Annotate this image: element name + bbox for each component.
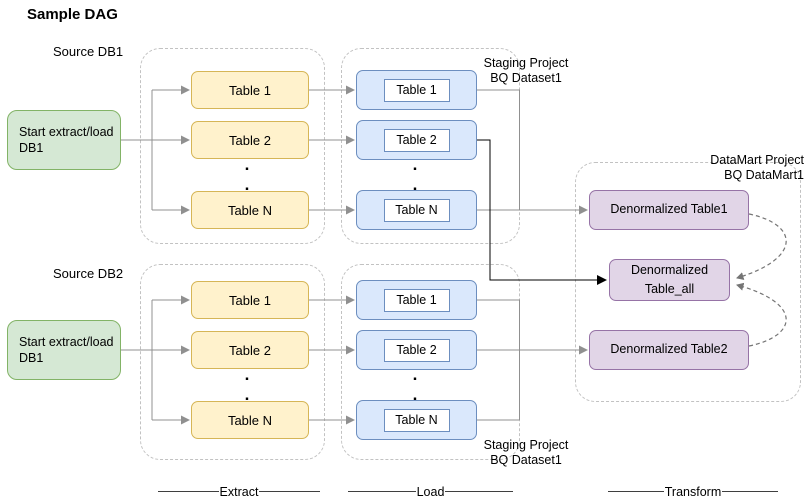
denormalized-table2-node: Denormalized Table2 (589, 330, 749, 370)
load2-table-n: Table N (356, 400, 477, 440)
stage-extract-label: Extract (219, 484, 259, 499)
datamart-label-line2: BQ DataMart1 (724, 167, 804, 182)
extract1-table-2: Table 2 (191, 121, 309, 159)
stage-rule (608, 491, 664, 492)
extract-cluster-db1 (140, 48, 325, 244)
stage-rule (158, 491, 219, 492)
gray-connectors (121, 85, 588, 425)
load2-table-2: Table 2 (356, 330, 477, 370)
stage-load: Load (348, 484, 513, 499)
load2-table-1-inner: Table 1 (383, 288, 450, 312)
load1-table-n: Table N (356, 190, 477, 230)
stage-extract: Extract (158, 484, 320, 499)
datamart-cluster (575, 162, 801, 402)
start-node-db2: Start extract/load DB1 (7, 320, 121, 380)
extract1-table-n: Table N (191, 191, 309, 229)
source-db2-label: Source DB2 (53, 266, 124, 281)
extract2-table-1: Table 1 (191, 281, 309, 319)
stage-rule (348, 491, 416, 492)
denormalized-table1-node: Denormalized Table1 (589, 190, 749, 230)
stage-load-label: Load (416, 484, 445, 499)
stage-rule (259, 491, 320, 492)
load1-table-2-inner: Table 2 (383, 128, 450, 152)
staging-label-top-line2: BQ Dataset1 (490, 70, 562, 85)
staging-label-bottom-line1: Staging Project (483, 438, 569, 452)
denormalized-table-all-node: Denormalized Table_all (609, 259, 730, 301)
extract-cluster-db2 (140, 264, 325, 460)
start-node-db1-line1: Start extract/load (19, 124, 114, 139)
load2-table-2-inner: Table 2 (383, 338, 450, 362)
diagram-title: Sample DAG (27, 6, 118, 23)
source-db1-label: Source DB1 (53, 44, 124, 59)
table-all-connector (477, 139, 607, 285)
load1-table-1: Table 1 (356, 70, 477, 110)
datamart-label-line1: DataMart Project (710, 153, 804, 167)
load1-table-n-inner: Table N (383, 198, 450, 222)
stage-rule (445, 491, 513, 492)
datamart-label: DataMart Project BQ DataMart1 (694, 153, 804, 183)
load1-table-2: Table 2 (356, 120, 477, 160)
load2-table-1: Table 1 (356, 280, 477, 320)
start-node-db1-line2: DB1 (19, 141, 44, 155)
start-node-db1: Start extract/load DB1 (7, 110, 121, 170)
staging-label-bottom: Staging Project BQ Dataset1 (471, 438, 581, 468)
load2-table-n-inner: Table N (383, 408, 450, 432)
staging-label-top-line1: Staging Project (483, 56, 569, 70)
stage-transform-label: Transform (664, 484, 722, 499)
start-node-db2-line2: DB1 (19, 351, 44, 365)
staging-label-bottom-line2: BQ Dataset1 (490, 452, 562, 467)
load1-table-1-inner: Table 1 (383, 78, 450, 102)
stage-rule (722, 491, 778, 492)
extract1-table-1: Table 1 (191, 71, 309, 109)
transform-dependency-curves (736, 213, 787, 347)
extract2-table-n: Table N (191, 401, 309, 439)
extract2-table-2: Table 2 (191, 331, 309, 369)
start-node-db2-line1: Start extract/load (19, 334, 114, 349)
staging-label-top: Staging Project BQ Dataset1 (471, 56, 581, 86)
stage-transform: Transform (608, 484, 778, 499)
